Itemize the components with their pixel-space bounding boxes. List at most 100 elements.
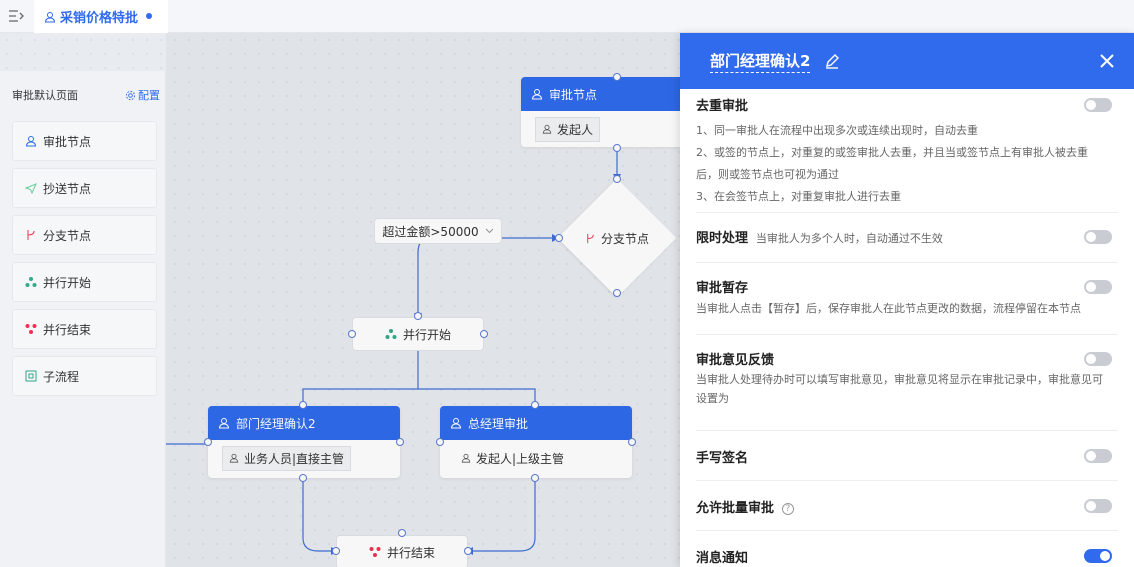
close-icon[interactable] (1100, 54, 1114, 68)
setting-dedupe-approval: 去重审批 1、同一审批人在流程中出现多次或连续出现时，自动去重 2、或签的节点上… (696, 95, 1118, 213)
parallel-end-icon (25, 324, 37, 334)
connection-port[interactable] (396, 438, 404, 446)
connection-port[interactable] (436, 438, 444, 446)
node-palette: 审批默认页面 配置 审批节点 抄送节点 分支节点 并行开始 并行结束 (0, 71, 166, 567)
assignee-label: 发起人|上级主管 (476, 451, 565, 466)
tab-label: 采销价格特批 (60, 11, 139, 26)
connection-port[interactable] (398, 529, 406, 537)
connection-port[interactable] (299, 401, 307, 409)
batch-toggle[interactable] (1084, 499, 1112, 513)
user-icon (229, 453, 239, 463)
panel-header: 部门经理确认2 (680, 33, 1134, 89)
config-button[interactable]: 配置 (125, 87, 160, 103)
gear-icon (125, 90, 136, 100)
flow-node-dept-manager[interactable]: 部门经理确认2 业务人员|直接主管 (208, 406, 400, 478)
flow-canvas[interactable]: 审批默认页面 配置 审批节点 抄送节点 分支节点 并行开始 并行结束 (0, 33, 680, 567)
node-title: 审批节点 (549, 87, 598, 102)
send-icon (25, 183, 37, 194)
connection-port[interactable] (480, 330, 488, 338)
connection-port[interactable] (204, 438, 212, 446)
opinion-toggle[interactable] (1084, 352, 1112, 366)
parallel-end-label: 并行结束 (386, 545, 435, 560)
condition-text: 超过金额>50000 (382, 224, 479, 239)
parallel-end-icon (369, 547, 381, 557)
palette-item-label: 子流程 (43, 369, 80, 384)
setting-title: 审批意见反馈 (696, 353, 775, 368)
user-icon (531, 89, 543, 100)
connection-port[interactable] (299, 474, 307, 482)
assignee-chip: 发起人 (535, 116, 601, 142)
connection-port[interactable] (332, 547, 340, 555)
setting-approval-draft: 审批暂存 当审批人点击【暂存】后，保存审批人在此节点更改的数据，流程停留在本节点 (696, 263, 1118, 335)
connection-port[interactable] (348, 330, 356, 338)
flow-node-parallel-start[interactable]: 并行开始 (352, 317, 484, 351)
signature-toggle[interactable] (1084, 449, 1112, 463)
parallel-start-icon (385, 329, 397, 339)
connection-port[interactable] (531, 474, 539, 482)
palette-item-branch[interactable]: 分支节点 (12, 215, 157, 255)
setting-opinion-feedback: 审批意见反馈 当审批人处理待办时可以填写审批意见，审批意见将显示在审批记录中，审… (696, 335, 1118, 431)
connection-port[interactable] (464, 547, 472, 555)
panel-title[interactable]: 部门经理确认2 (710, 50, 811, 73)
branch-icon (27, 230, 35, 240)
connection-port[interactable] (613, 289, 621, 297)
palette-item-label: 并行开始 (43, 275, 92, 290)
edit-icon[interactable] (824, 53, 840, 69)
tab-active[interactable]: 采销价格特批 (34, 0, 168, 33)
connection-port[interactable] (613, 144, 621, 152)
user-icon (461, 453, 471, 463)
setting-title: 审批暂存 (696, 281, 749, 296)
connection-port[interactable] (531, 401, 539, 409)
settings-list: 去重审批 1、同一审批人在流程中出现多次或连续出现时，自动去重 2、或签的节点上… (680, 89, 1134, 567)
setting-title: 去重审批 (696, 99, 749, 114)
setting-desc-line: 当审批人处理待办时可以填写审批意见，审批意见将显示在审批记录中，审批意见可 (696, 373, 1103, 386)
palette-item-parallel-end[interactable]: 并行结束 (12, 309, 157, 349)
assignee-label: 业务人员|直接主管 (244, 451, 345, 466)
time-limit-toggle[interactable] (1084, 230, 1112, 244)
connection-port[interactable] (414, 312, 422, 320)
flow-node-approval[interactable]: 审批节点 发起人 (521, 77, 680, 147)
palette-item-label: 并行结束 (43, 322, 92, 337)
user-icon (218, 418, 230, 429)
branch-icon (587, 233, 594, 244)
node-title: 部门经理确认2 (236, 416, 316, 431)
connection-port[interactable] (613, 73, 621, 81)
assignee-label: 发起人 (557, 122, 594, 137)
setting-inline-desc: 当审批人为多个人时，自动通过不生效 (755, 232, 943, 245)
setting-desc-line: 当审批人点击【暂存】后，保存审批人在此节点更改的数据，流程停留在本节点 (696, 302, 1081, 315)
palette-item-parallel-start[interactable]: 并行开始 (12, 262, 157, 302)
parallel-start-label: 并行开始 (402, 327, 451, 342)
flow-node-parallel-end[interactable]: 并行结束 (336, 535, 468, 567)
condition-label[interactable]: 超过金额>50000 (374, 218, 502, 244)
flow-node-general-manager[interactable]: 总经理审批 发起人|上级主管 (440, 406, 632, 478)
setting-desc-line: 3、在会签节点上，对重复审批人进行去重 (696, 190, 901, 203)
connection-port[interactable] (555, 234, 563, 242)
setting-desc-line: 设置为 (696, 392, 729, 405)
setting-handwritten-signature: 手写签名 (696, 431, 1118, 481)
draft-toggle[interactable] (1084, 280, 1112, 294)
setting-title: 消息通知 (696, 551, 749, 566)
help-icon[interactable]: ? (781, 502, 794, 515)
user-icon (450, 418, 462, 429)
chevron-down-icon (485, 228, 493, 234)
palette-item-subprocess[interactable]: 子流程 (12, 356, 157, 396)
palette-item-approval[interactable]: 审批节点 (12, 121, 157, 161)
connection-port[interactable] (628, 438, 636, 446)
connection-port[interactable] (613, 175, 621, 183)
notification-toggle[interactable] (1084, 549, 1112, 563)
setting-title: 允许批量审批 (696, 501, 775, 516)
collapse-sidebar-icon[interactable] (8, 9, 24, 23)
user-icon (44, 11, 56, 22)
palette-title: 审批默认页面 (12, 89, 78, 102)
parallel-start-icon (25, 277, 37, 287)
setting-title: 手写签名 (696, 451, 749, 466)
node-title: 总经理审批 (468, 416, 529, 431)
config-label: 配置 (138, 89, 160, 102)
user-icon (542, 124, 552, 134)
setting-desc-line: 2、或签的节点上，对重复的或签审批人去重，并且当或签节点上有审批人被去重 (696, 146, 1088, 159)
setting-desc-line: 1、同一审批人在流程中出现多次或连续出现时，自动去重 (696, 124, 978, 137)
setting-batch-approval: 允许批量审批 ? (696, 481, 1118, 531)
palette-item-label: 审批节点 (43, 134, 92, 149)
palette-item-cc[interactable]: 抄送节点 (12, 168, 157, 208)
dedupe-toggle[interactable] (1084, 98, 1112, 112)
